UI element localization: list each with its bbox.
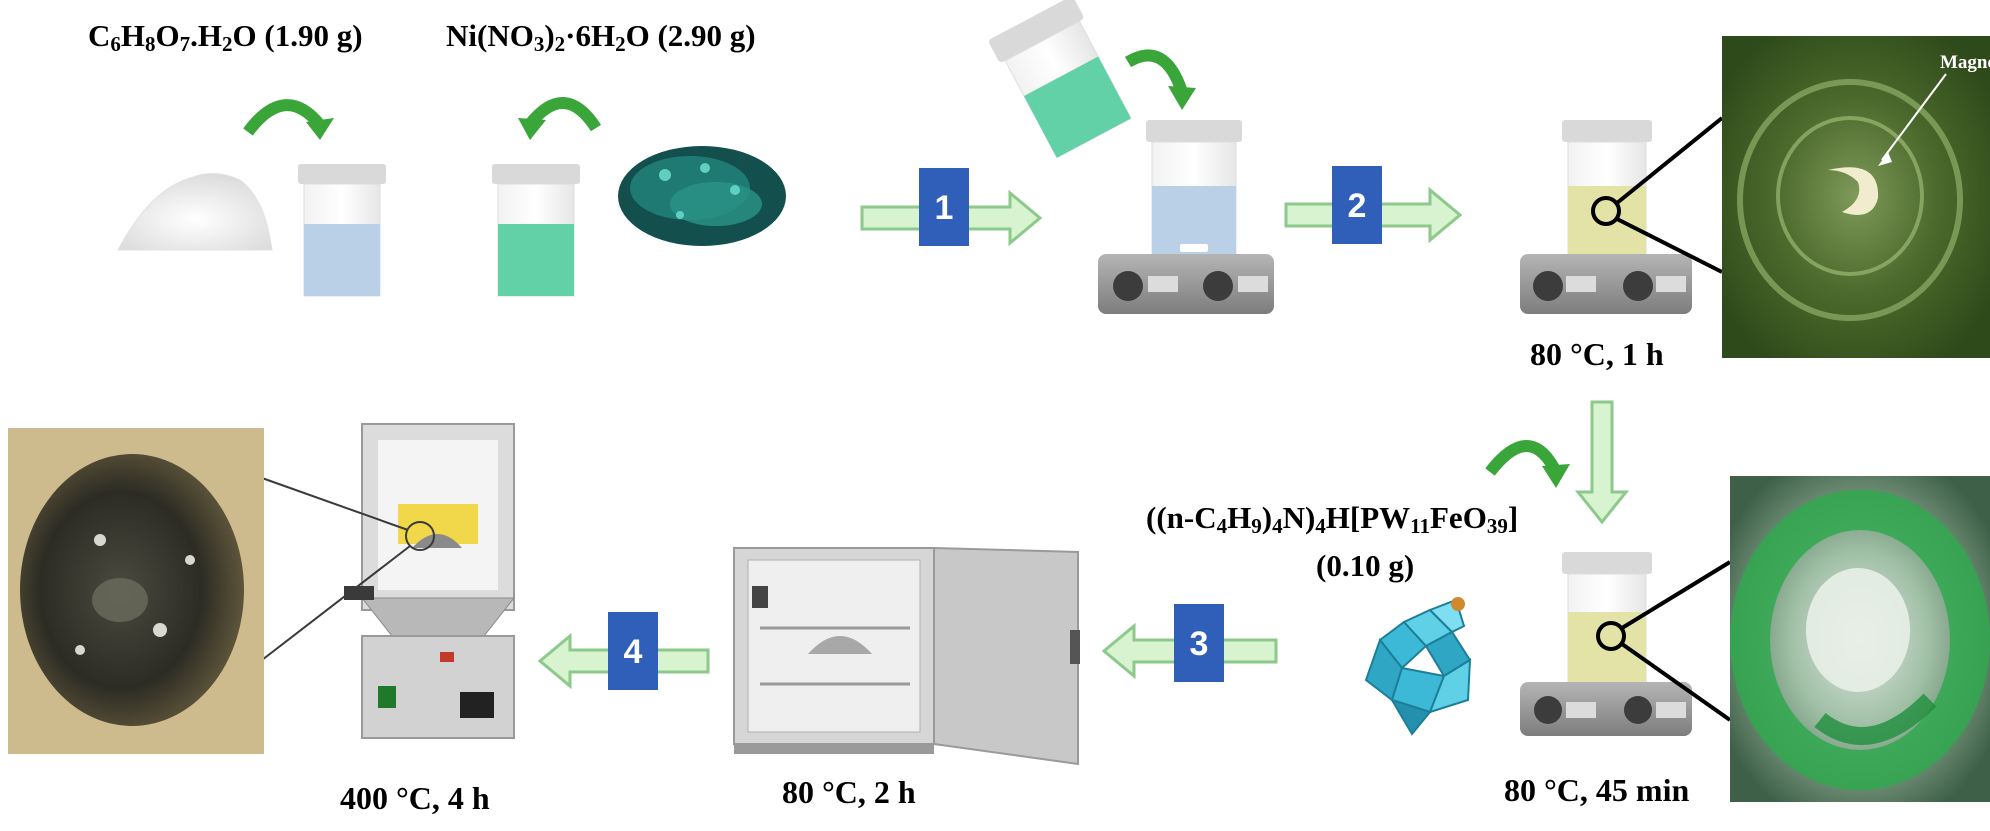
step-4-arrow: 4 [537,612,710,690]
hotplate-stirrer [1520,254,1692,314]
step-number: 1 [935,189,954,227]
step-number: 2 [1348,187,1367,225]
photo-stirring-magnet: Magnet [1722,36,1990,358]
nickel-nitrate-label: Ni(NO3)2·6H2O (2.90 g) [446,18,756,56]
condition-oven: 80 °C, 2 h [782,774,916,810]
curved-arrow-icon [243,99,334,140]
step-3-arrow: 3 [1101,604,1278,682]
polyoxometalate-label: ((n-C4H9)4N)4H[PW11FeO39] [1146,500,1519,538]
step-2-arrow: 2 [1284,166,1463,244]
photo-calcined-product [8,428,264,754]
down-arrow [1574,400,1630,525]
magnet-label: Magnet [1940,52,1990,73]
step-number: 4 [624,633,643,671]
muffle-furnace [344,423,516,739]
curved-arrow-icon [1485,440,1570,488]
beaker-nickel-solution [492,164,580,297]
photo-green-precipitate [1730,476,1990,802]
curved-arrow-icon [1124,49,1196,110]
step-1-arrow: 1 [860,168,1043,247]
curved-arrow-icon [518,97,602,140]
beaker-water [298,164,386,297]
polyoxometalate-structure [1364,597,1472,736]
condition-furnace: 400 °C, 4 h [340,780,490,816]
condition-stir-2: 80 °C, 45 min [1504,772,1690,808]
beaker-on-hotplate [1146,120,1242,255]
nickel-nitrate-crystals [618,146,786,246]
zoom-callout [1591,116,1724,274]
citric-acid-powder [117,173,273,251]
step-number: 3 [1190,625,1209,663]
hotplate-stirrer [1098,254,1274,314]
zoom-callout [261,477,435,661]
pouring-beaker [989,0,1132,159]
drying-oven [733,546,1080,766]
condition-stir-1: 80 °C, 1 h [1530,336,1664,372]
polyoxometalate-mass: (0.10 g) [1316,548,1415,583]
zoom-callout [1596,560,1732,722]
citric-acid-label: C6H8O7.H2O (1.90 g) [88,18,363,56]
hotplate-stirrer [1520,682,1692,736]
